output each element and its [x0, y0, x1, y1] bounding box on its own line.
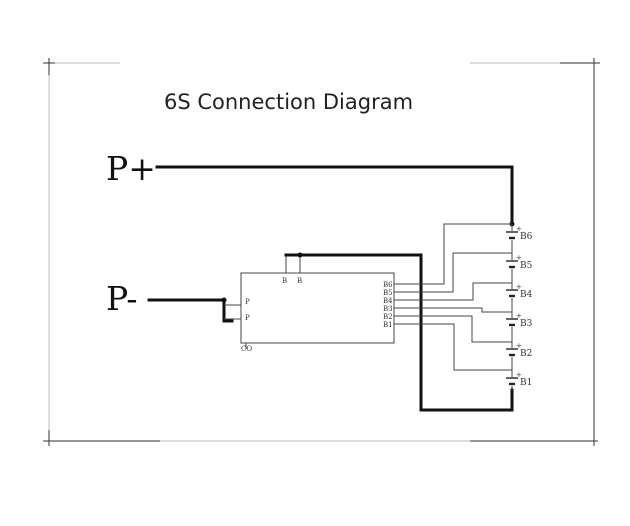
sense-pin-b1: B1: [383, 321, 393, 329]
top-pin-1: B: [282, 277, 287, 285]
cell-b4-label: B4: [520, 290, 533, 300]
bms-board: P P B B CO B6 B5 B4 B3 B2 B1: [224, 255, 395, 353]
sense-pin-b3: B3: [383, 305, 393, 313]
cell-b2-polarity: +: [516, 342, 522, 350]
p-minus-junction: [221, 297, 227, 303]
cell-b1-polarity: +: [516, 371, 522, 379]
battery-stack: + B6 + B5 + B4 + B3: [506, 224, 533, 390]
b-minus-junction: [297, 252, 303, 258]
p-plus-label: P+: [106, 149, 156, 188]
cell-b1-label: B1: [520, 378, 532, 388]
diagram-title: 6S Connection Diagram: [164, 90, 413, 114]
sense-pin-b2: B2: [383, 313, 393, 321]
p-minus-label: P-: [106, 279, 138, 318]
cell-b6-label: B6: [520, 232, 533, 242]
cell-b6: + B6: [506, 225, 533, 242]
sense-pin-b4: B4: [383, 297, 393, 305]
frame: [43, 58, 600, 446]
cell-b3-label: B3: [520, 319, 533, 329]
left-pin-1: P: [245, 298, 250, 306]
cell-b6-polarity: +: [516, 225, 522, 233]
top-pin-2: B: [297, 277, 302, 285]
cell-b1: + B1: [506, 371, 532, 388]
p-plus-wire: [155, 165, 514, 226]
left-pin-2: P: [245, 314, 250, 322]
bottom-pin: CO: [241, 345, 252, 353]
cell-b3: + B3: [506, 312, 533, 329]
cell-b3-polarity: +: [516, 312, 522, 320]
sense-pin-b6: B6: [383, 281, 393, 289]
cell-b4-polarity: +: [516, 283, 522, 291]
cell-b2-label: B2: [520, 349, 532, 359]
p-minus-wire: [147, 298, 234, 323]
cell-b5-polarity: +: [516, 254, 522, 262]
b-minus-wire: [284, 253, 514, 412]
cell-b5: + B5: [506, 254, 533, 271]
cell-b2: + B2: [506, 342, 532, 359]
cell-b5-label: B5: [520, 261, 533, 271]
sense-wires: [394, 223, 512, 371]
sense-pin-b5: B5: [383, 289, 393, 297]
cell-b4: + B4: [506, 283, 533, 300]
